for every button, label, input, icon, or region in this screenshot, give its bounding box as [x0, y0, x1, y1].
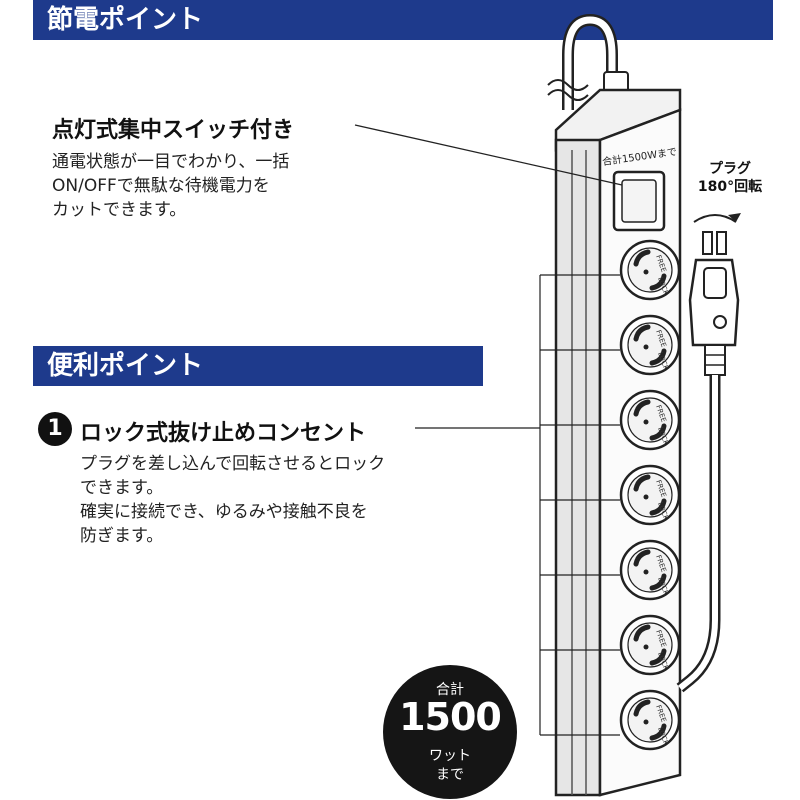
rotation-arrow-head [728, 213, 741, 222]
plug-prong-icon [716, 231, 727, 255]
badge-wattage-value: 1500 [399, 695, 502, 739]
switch-leader-line [354, 124, 623, 186]
outlet-slot [633, 474, 651, 492]
outlet-slot [649, 423, 667, 441]
badge-unit-label: ワット [429, 748, 471, 764]
lock-outlet-description: プラグを差し込んで回転させるとロック できます。 確実に接続でき、ゆるみや接触不… [80, 452, 385, 548]
outlet-slot [633, 699, 651, 717]
outlet-bracket-lines [539, 274, 620, 736]
outlet-slot [649, 348, 667, 366]
outlet-slot [633, 624, 651, 642]
description-line: ON/OFFで無駄な待機電力を [52, 176, 270, 196]
outlet-slot [633, 324, 651, 342]
plug-label-line: プラグ [709, 161, 751, 177]
rotation-arrow [693, 214, 737, 223]
plug-cord-outline [676, 375, 721, 693]
switch-feature-heading: 点灯式集中スイッチ付き [52, 118, 295, 143]
plug-grip [703, 267, 727, 299]
plug-rotation-label: プラグ 180°回転 [680, 160, 780, 196]
cord-break-mark [547, 89, 589, 101]
outlet-ground-hole [643, 419, 649, 425]
plug-label-line: 180°回転 [697, 179, 763, 195]
outlet-ground-hole [643, 344, 649, 350]
plug-cord-fill [678, 375, 718, 691]
outlet-ground-hole [643, 494, 649, 500]
switch-feature-description: 通電状態が一目でわかり、一括 ON/OFFで無駄な待機電力を カットできます。 [52, 150, 289, 222]
description-line: 確実に接続でき、ゆるみや接触不良を [80, 502, 368, 522]
outlet-slot [633, 399, 651, 417]
description-line: 通電状態が一目でわかり、一括 [52, 152, 290, 172]
description-line: カットできます。 [52, 200, 187, 220]
outlet-ground-hole [643, 719, 649, 725]
outlet-slot [649, 273, 667, 291]
total-wattage-badge: 合計 1500 ワット まで [383, 665, 517, 799]
outlet-ground-hole [643, 269, 649, 275]
plug-strain-relief [704, 344, 726, 376]
outlet-slot [633, 249, 651, 267]
outlet-slot [633, 549, 651, 567]
badge-total-label: 合計 [436, 682, 464, 698]
description-line: プラグを差し込んで回転させるとロック [80, 454, 386, 474]
power-saving-banner: 節電ポイント [33, 0, 773, 40]
strip-side-face [554, 138, 602, 797]
plug-hole [713, 315, 727, 329]
badge-limit-label: まで [436, 767, 464, 783]
description-line: できます。 [80, 478, 164, 498]
outlet-slot [649, 723, 667, 741]
cord-fill [564, 16, 616, 110]
plug-prong-icon [702, 231, 713, 255]
lock-outlet-heading: ロック式抜け止めコンセント [80, 421, 367, 446]
outlet-slot [649, 648, 667, 666]
outlet-slot [649, 498, 667, 516]
outlet-slot [649, 573, 667, 591]
cord-break-mark [547, 79, 589, 91]
outlet-ground-hole [643, 569, 649, 575]
point-number-badge: 1 [38, 412, 72, 446]
description-line: 防ぎます。 [80, 526, 164, 546]
convenience-banner: 便利ポイント [33, 346, 483, 386]
outlet-ground-hole [643, 644, 649, 650]
switch-rocker [621, 179, 657, 223]
